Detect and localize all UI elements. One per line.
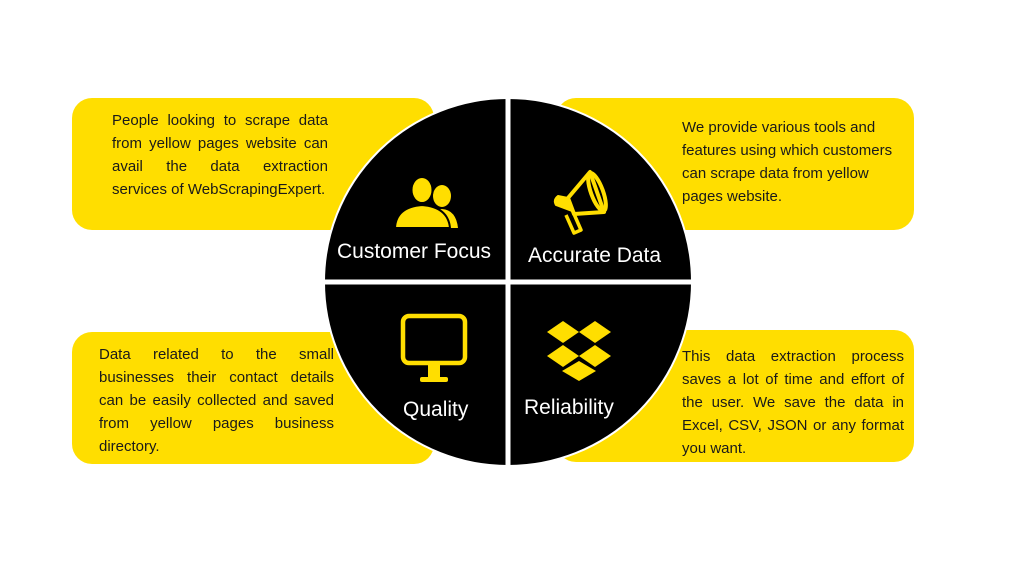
reliability-description: This data extraction process saves a lot… [682, 348, 904, 457]
accurate-data-description: We provide various tools and features us… [682, 119, 893, 205]
reliability-label: Reliability [524, 396, 614, 419]
megaphone-icon [553, 170, 608, 235]
users-icon [393, 176, 458, 229]
customer-focus-label: Customer Focus [337, 240, 492, 263]
monitor-icon [400, 313, 468, 382]
quality-description: Data related to the small businesses the… [99, 346, 334, 455]
dropbox-icon [547, 321, 611, 381]
accurate-data-label: Accurate Data [528, 244, 662, 267]
customer-focus-description: People looking to scrape data from yello… [112, 112, 328, 198]
quality-label: Quality [403, 398, 469, 421]
